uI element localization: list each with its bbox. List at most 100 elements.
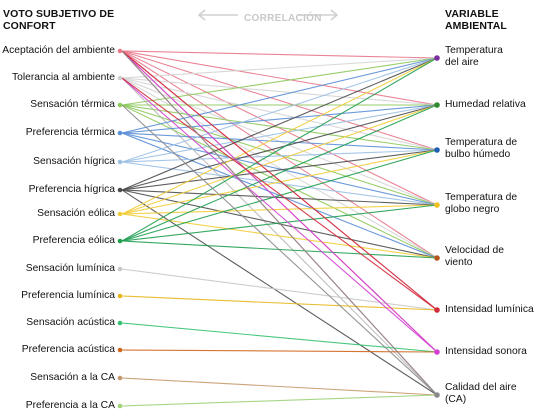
right-node-marker: [434, 102, 440, 108]
link-3-0: [121, 57, 438, 134]
left-column-title: VOTO SUBJETIVO DE CONFORT: [3, 8, 114, 32]
link-0-5: [121, 50, 438, 311]
left-node-marker: [117, 75, 123, 81]
left-node-marker: [117, 211, 123, 217]
right-node-label: Humedad relativa: [445, 99, 526, 111]
link-2-3: [121, 104, 438, 206]
left-node-marker: [117, 403, 123, 409]
right-node-marker: [434, 392, 440, 398]
right-node-marker: [434, 202, 440, 208]
link-1-0: [121, 57, 438, 79]
link-7-1: [121, 104, 438, 242]
link-0-1: [121, 50, 438, 106]
left-node-marker: [117, 320, 123, 326]
right-node-label: Calidad del aire(CA): [445, 382, 517, 406]
link-6-3: [121, 204, 438, 215]
link-12-7: [121, 377, 438, 396]
left-node-label: Preferencia eólica: [32, 235, 115, 246]
link-5-2: [121, 149, 438, 191]
nodes-layer: [117, 48, 440, 409]
left-node-marker: [117, 347, 123, 353]
link-5-3: [121, 189, 438, 206]
link-2-2: [121, 104, 438, 151]
link-10-6: [121, 322, 438, 353]
left-node-label: Preferencia acústica: [21, 344, 115, 355]
right-column-title-line-2: AMBIENTAL: [445, 20, 507, 32]
left-node-label: Sensación eólica: [37, 208, 115, 219]
link-0-7: [121, 50, 438, 396]
link-4-3: [121, 161, 438, 206]
right-node-label-line: globo negro: [445, 204, 500, 215]
left-node-label: Sensación térmica: [30, 99, 115, 110]
right-node-marker: [434, 307, 440, 313]
link-0-0: [121, 50, 438, 59]
left-node-label: Sensación a la CA: [30, 372, 115, 383]
link-4-0: [121, 57, 438, 163]
right-node-label: Intensidad sonora: [445, 346, 527, 358]
left-node-label: Preferencia hígrica: [28, 184, 115, 195]
left-node-marker: [117, 375, 123, 381]
right-column-title: VARIABLE AMBIENTAL: [445, 8, 507, 32]
link-0-2: [121, 50, 438, 151]
correlation-arrow-icon: [197, 9, 339, 21]
right-node-label-line: viento: [445, 257, 473, 268]
right-node-label-line: Temperatura de: [445, 137, 518, 148]
right-node-label-line: Velocidad de: [445, 245, 504, 256]
right-node-label-line: Temperatura de: [445, 192, 518, 203]
correlation-label: CORRELACIÓN: [244, 13, 322, 24]
link-1-6: [121, 77, 438, 353]
link-6-1: [121, 104, 438, 215]
left-node-label: Sensación acústica: [26, 317, 115, 328]
left-node-label: Tolerancia al ambiente: [11, 72, 115, 83]
link-4-1: [121, 104, 438, 163]
left-node-marker: [117, 187, 123, 193]
link-2-7: [121, 104, 438, 396]
links-layer: [121, 50, 438, 407]
right-node-marker: [434, 55, 440, 61]
link-5-4: [121, 189, 438, 259]
link-1-5: [121, 77, 438, 311]
right-node-label-line: Temperatura: [445, 45, 503, 56]
left-node-label: Sensación hígrica: [33, 156, 115, 167]
link-8-5: [121, 268, 438, 311]
link-0-6: [121, 50, 438, 353]
left-node-marker: [117, 130, 123, 136]
link-13-7: [121, 394, 438, 407]
link-3-1: [121, 104, 438, 134]
left-node-label: Aceptación del ambiente: [2, 45, 115, 56]
link-7-2: [121, 149, 438, 242]
right-node-label-line: Intensidad sonora: [445, 346, 527, 357]
left-node-marker: [117, 159, 123, 165]
right-node-label-line: Intensidad lumínica: [445, 304, 534, 315]
left-node-label: Preferencia térmica: [25, 127, 115, 138]
right-node-label-line: (CA): [445, 394, 467, 405]
left-node-marker: [117, 266, 123, 272]
left-node-label: Preferencia lumínica: [21, 290, 115, 301]
right-node-marker: [434, 147, 440, 153]
link-5-1: [121, 104, 438, 191]
left-node-marker: [117, 48, 123, 54]
link-6-4: [121, 213, 438, 259]
link-7-0: [121, 57, 438, 242]
left-column-title-line-1: VOTO SUBJETIVO DE: [3, 8, 115, 20]
link-3-2: [121, 132, 438, 151]
link-11-6: [121, 349, 438, 353]
right-column-title-line-1: VARIABLE: [445, 8, 499, 20]
link-1-1: [121, 77, 438, 106]
right-node-marker: [434, 349, 440, 355]
right-node-label-line: Humedad relativa: [445, 99, 526, 110]
link-9-5: [121, 295, 438, 311]
right-node-label: Intensidad lumínica: [445, 304, 534, 316]
link-2-0: [121, 57, 438, 106]
link-5-7: [121, 189, 438, 396]
link-5-0: [121, 57, 438, 191]
link-6-0: [121, 57, 438, 215]
link-4-2: [121, 149, 438, 163]
right-node-marker: [434, 255, 440, 261]
link-1-2: [121, 77, 438, 151]
left-node-marker: [117, 238, 123, 244]
